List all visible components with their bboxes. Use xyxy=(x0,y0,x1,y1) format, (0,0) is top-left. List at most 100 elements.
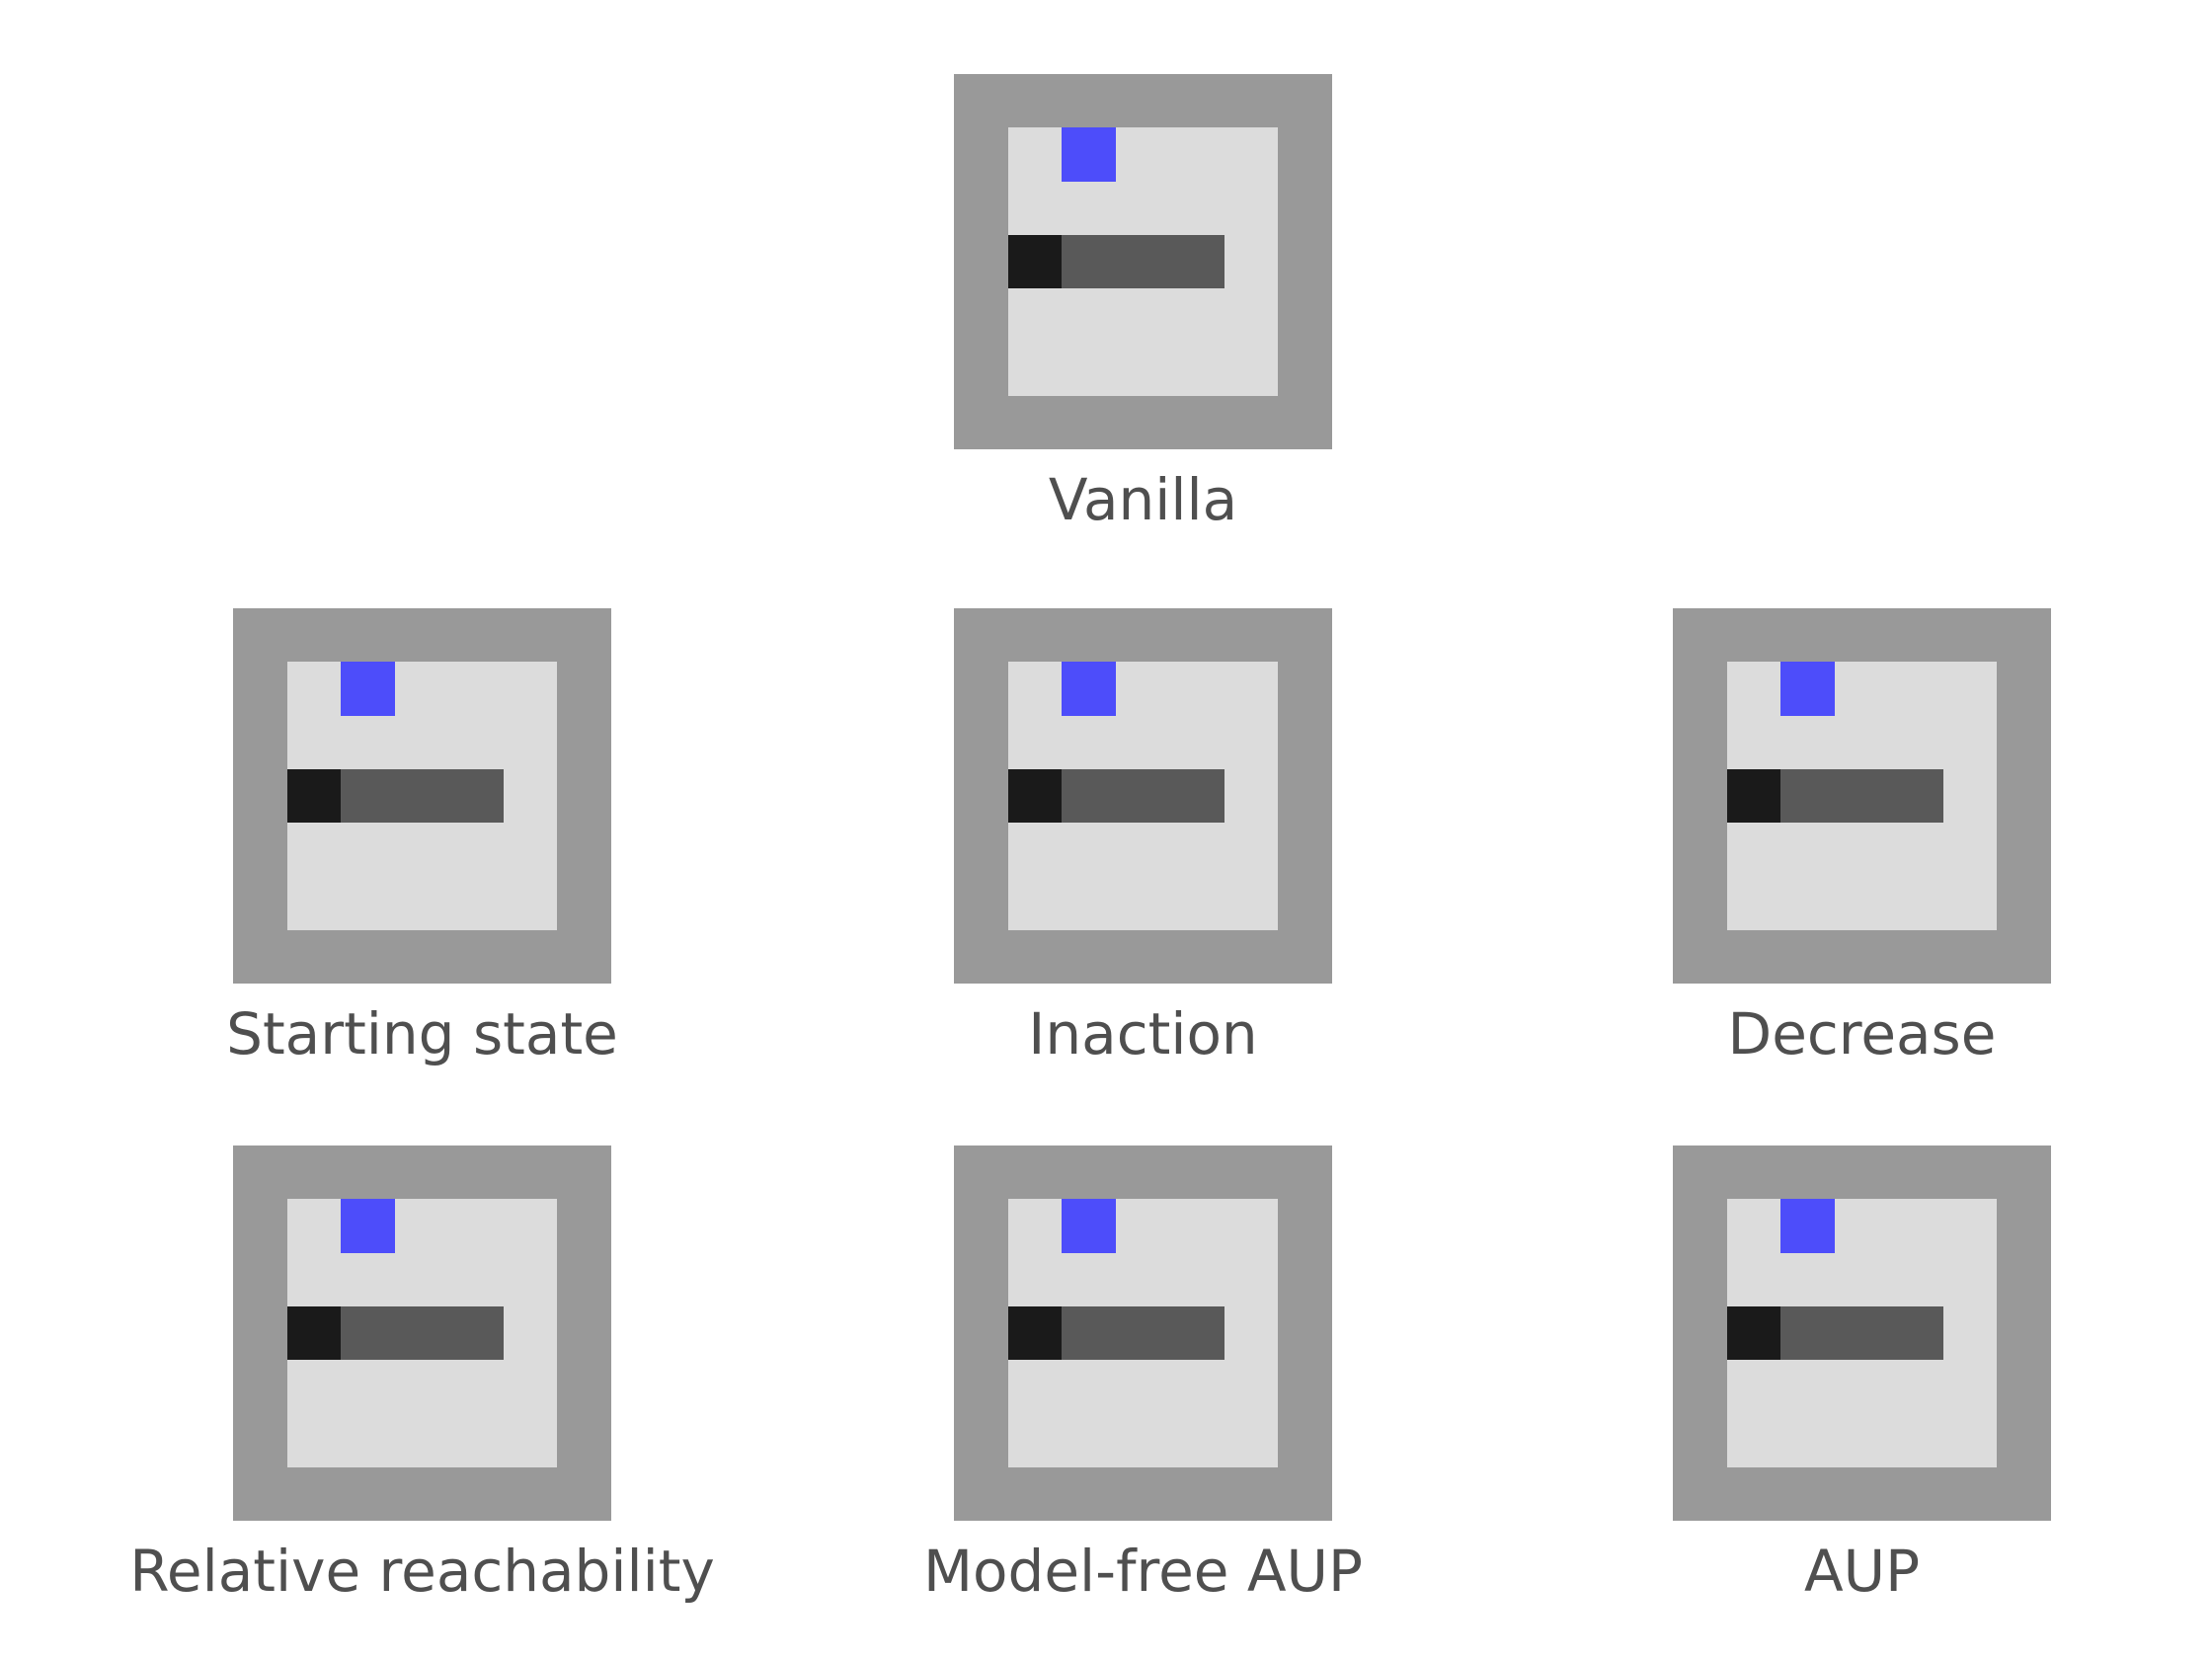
floor-cell xyxy=(1224,1360,1279,1414)
trail-cell xyxy=(1169,768,1224,824)
floor-cell xyxy=(286,1252,342,1306)
wall-cell xyxy=(954,929,1008,984)
floor-cell xyxy=(1835,823,1889,877)
floor-cell xyxy=(1062,823,1117,877)
wall-cell xyxy=(1997,1146,2051,1200)
wall-cell xyxy=(341,1146,396,1200)
wall-cell xyxy=(557,715,611,769)
wall-cell xyxy=(1278,181,1332,235)
wall-cell xyxy=(1997,1199,2051,1253)
floor-cell xyxy=(286,1413,342,1467)
caption-relative-reachability: Relative reachability xyxy=(129,1538,715,1605)
wall-cell xyxy=(448,608,504,663)
box-cell xyxy=(1726,1305,1781,1361)
trail-cell xyxy=(1116,234,1170,289)
wall-cell xyxy=(1997,823,2051,877)
wall-cell xyxy=(233,1252,287,1306)
floor-cell xyxy=(1835,1360,1889,1414)
floor-cell xyxy=(1116,1413,1170,1467)
wall-cell xyxy=(1673,929,1727,984)
box-cell xyxy=(1007,234,1063,289)
wall-cell xyxy=(1007,608,1063,663)
floor-cell xyxy=(1007,823,1063,877)
wall-cell xyxy=(557,1466,611,1521)
floor-cell xyxy=(1062,342,1117,396)
wall-cell xyxy=(1673,1252,1727,1306)
wall-cell xyxy=(1007,74,1063,128)
wall-cell xyxy=(1062,929,1117,984)
wall-cell xyxy=(1997,1360,2051,1414)
wall-cell xyxy=(448,929,504,984)
wall-cell xyxy=(954,127,1008,182)
caption-aup: AUP xyxy=(1803,1538,1921,1605)
floor-cell xyxy=(1726,876,1781,930)
wall-cell xyxy=(1278,1252,1332,1306)
wall-cell xyxy=(1780,608,1836,663)
floor-cell xyxy=(503,1305,558,1361)
trail-cell xyxy=(1169,234,1224,289)
wall-cell xyxy=(1062,608,1117,663)
floor-cell xyxy=(1224,876,1279,930)
wall-cell xyxy=(1278,342,1332,396)
panel-aup: AUP xyxy=(1673,1146,2051,1603)
panel-model-free-aup: Model-free AUP xyxy=(923,1146,1363,1603)
wall-cell xyxy=(1888,1146,1943,1200)
floor-cell xyxy=(1062,1413,1117,1467)
caption-inaction: Inaction xyxy=(1028,1000,1258,1067)
floor-cell xyxy=(1780,1413,1836,1467)
agent-cell xyxy=(1780,662,1836,716)
wall-cell xyxy=(233,608,287,663)
trail-cell xyxy=(1062,234,1117,289)
wall-cell xyxy=(1278,715,1332,769)
floor-cell xyxy=(1169,342,1224,396)
agent-cell xyxy=(1780,1199,1836,1253)
wall-cell xyxy=(954,662,1008,716)
wall-cell xyxy=(1997,1466,2051,1521)
trail-cell xyxy=(448,768,504,824)
wall-cell xyxy=(233,768,287,824)
wall-cell xyxy=(1673,608,1727,663)
caption-decrease: Decrease xyxy=(1727,1000,1997,1067)
floor-cell xyxy=(1062,876,1117,930)
wall-cell xyxy=(1673,1413,1727,1467)
floor-cell xyxy=(1007,876,1063,930)
floor-cell xyxy=(1835,715,1889,769)
wall-cell xyxy=(1888,608,1943,663)
wall-cell xyxy=(503,929,558,984)
wall-cell xyxy=(557,662,611,716)
floor-cell xyxy=(1224,823,1279,877)
floor-cell xyxy=(1888,715,1943,769)
floor-cell xyxy=(448,1360,504,1414)
wall-cell xyxy=(1673,768,1727,824)
wall-cell xyxy=(1835,608,1889,663)
wall-cell xyxy=(954,768,1008,824)
wall-cell xyxy=(1169,929,1224,984)
panel-vanilla: Vanilla xyxy=(954,74,1332,531)
wall-cell xyxy=(954,1360,1008,1414)
floor-cell xyxy=(1726,1199,1781,1253)
wall-cell xyxy=(1997,608,2051,663)
floor-cell xyxy=(1888,1360,1943,1414)
floor-cell xyxy=(1726,823,1781,877)
wall-cell xyxy=(1997,1305,2051,1361)
floor-cell xyxy=(448,715,504,769)
wall-cell xyxy=(341,608,396,663)
wall-cell xyxy=(286,1466,342,1521)
wall-cell xyxy=(1942,929,1998,984)
floor-cell xyxy=(1780,1252,1836,1306)
floor-cell xyxy=(1942,1360,1998,1414)
wall-cell xyxy=(1673,1466,1727,1521)
wall-cell xyxy=(1278,74,1332,128)
floor-cell xyxy=(1888,662,1943,716)
floor-cell xyxy=(503,823,558,877)
wall-cell xyxy=(1224,929,1279,984)
panel-inaction: Inaction xyxy=(954,608,1332,1066)
floor-cell xyxy=(1224,342,1279,396)
floor-cell xyxy=(1116,127,1170,182)
trail-cell xyxy=(448,1305,504,1361)
box-cell xyxy=(1726,768,1781,824)
wall-cell xyxy=(1278,288,1332,343)
floor-cell xyxy=(1007,1360,1063,1414)
wall-cell xyxy=(1726,608,1781,663)
floor-cell xyxy=(1888,823,1943,877)
